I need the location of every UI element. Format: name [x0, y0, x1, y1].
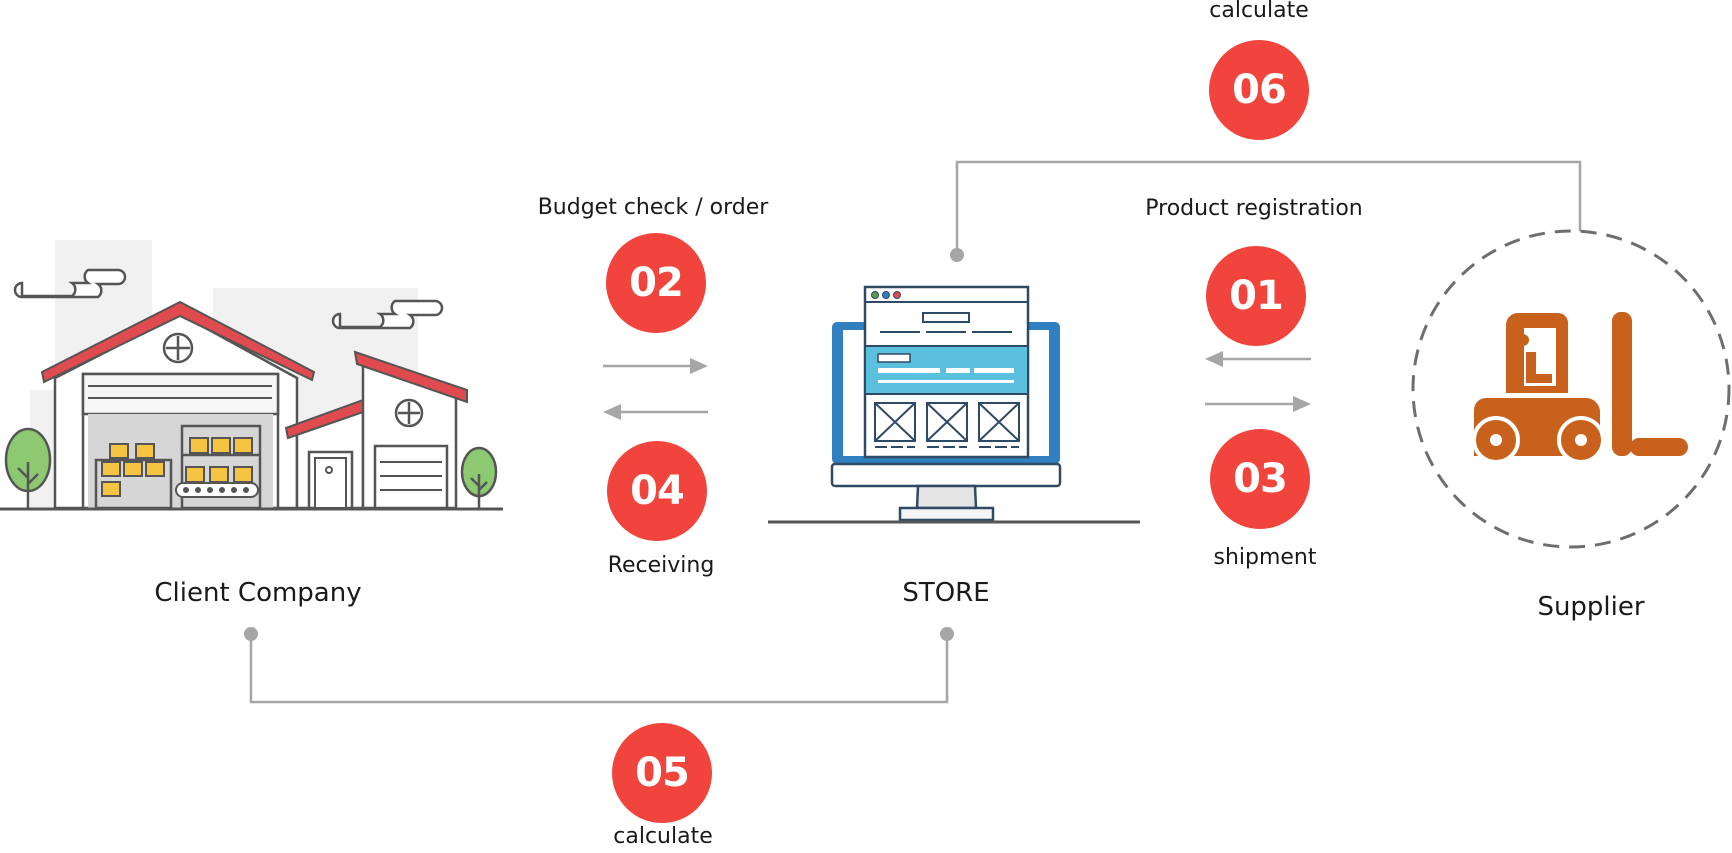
step-badge-02: 02: [606, 233, 706, 333]
step-label-06: calculate: [1209, 0, 1309, 23]
node-label-store: STORE: [902, 578, 990, 608]
step-label-04: Receiving: [607, 553, 715, 578]
arrow-store-to-supplier: [1205, 396, 1311, 412]
step-label-03: shipment: [1213, 545, 1317, 570]
step-badge-03: 03: [1210, 429, 1310, 529]
connector-client-store: [244, 627, 954, 704]
arrow-client-to-store: [603, 358, 708, 374]
step-badge-04: 04: [607, 441, 707, 541]
node-label-supplier: Supplier: [1537, 592, 1645, 622]
step-label-02: Budget check / order: [537, 195, 769, 220]
step-label-01: Product registration: [1145, 196, 1363, 221]
step-label-05: calculate: [613, 824, 713, 849]
arrow-store-to-client: [603, 404, 708, 420]
node-label-client: Client Company: [154, 578, 362, 608]
web-store-monitor-icon: [768, 285, 1140, 524]
forklift-icon: [1411, 229, 1731, 549]
warehouse-icon: [0, 240, 503, 511]
step-badge-01: 01: [1206, 246, 1306, 346]
arrow-supplier-to-store: [1205, 351, 1311, 367]
step-badge-06: 06: [1209, 40, 1309, 140]
step-badge-05: 05: [612, 723, 712, 823]
